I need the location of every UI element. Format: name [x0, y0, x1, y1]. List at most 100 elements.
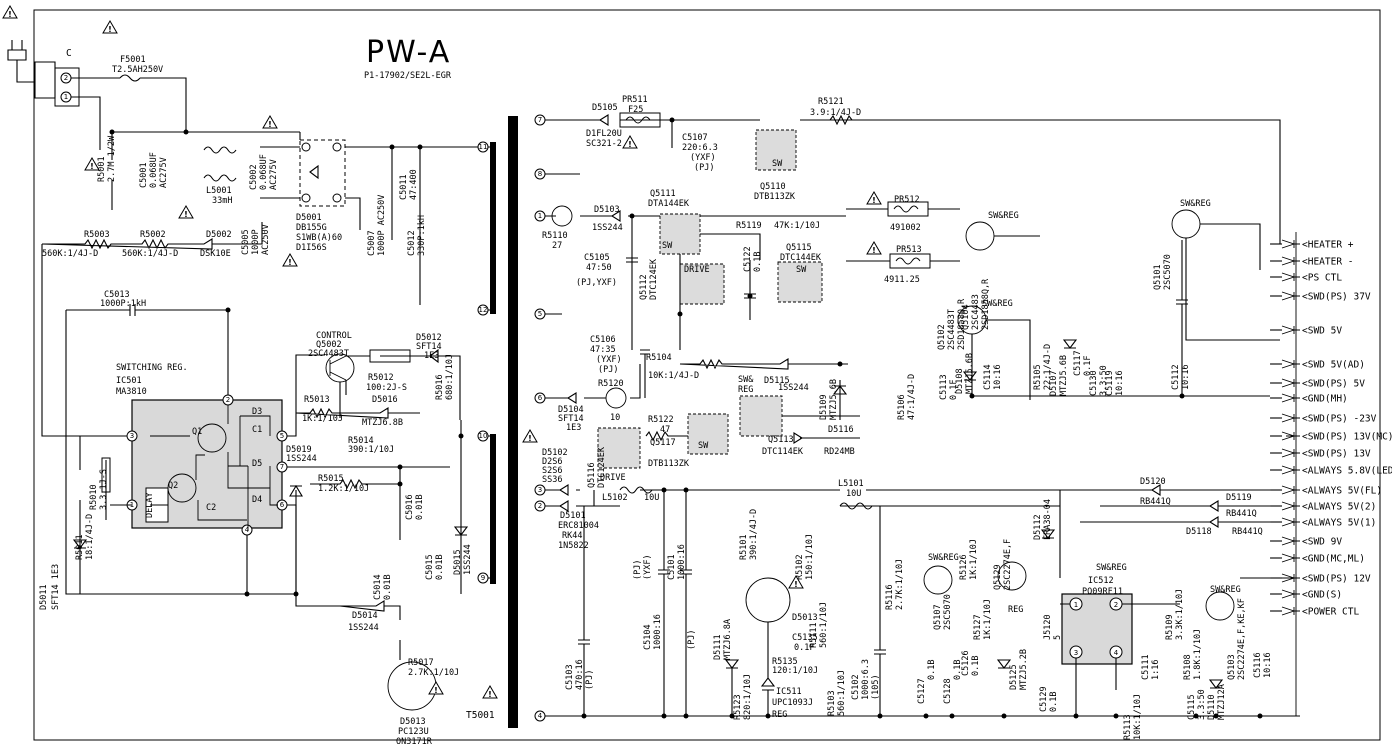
svg-text:6: 6: [280, 501, 285, 509]
board-subtitle: P1-17902/SE2L-EGR: [364, 71, 452, 81]
svg-text:DRIVE: DRIVE: [600, 473, 626, 483]
svg-text:C5105: C5105: [584, 253, 610, 263]
warning-icon: !: [788, 575, 804, 589]
svg-text:IC511: IC511: [776, 687, 802, 697]
svg-text:2SD1858Q,R: 2SD1858Q,R: [957, 298, 967, 350]
svg-text:MTZJ5.2B: MTZJ5.2B: [1019, 649, 1029, 690]
svg-text:C5002: C5002: [249, 164, 259, 190]
svg-text:D5011: D5011: [39, 584, 49, 610]
terminal-arrow-icon: [1281, 378, 1300, 388]
output-terminal: <ALWAYS 5V(2): [1270, 502, 1376, 513]
terminal-arrow-icon: [1281, 272, 1300, 282]
svg-text:C5129: C5129: [1039, 686, 1049, 712]
svg-text:R5010: R5010: [89, 484, 99, 510]
terminal-arrow-icon: [1281, 573, 1300, 583]
svg-text:C5104: C5104: [643, 624, 653, 650]
svg-text:C5015: C5015: [425, 554, 435, 580]
warning-icon: !: [2, 5, 18, 19]
svg-text:RD24MB: RD24MB: [824, 447, 855, 457]
svg-text:DTC114EK: DTC114EK: [762, 447, 804, 457]
svg-text:47:50: 47:50: [586, 263, 612, 273]
svg-text:C5116: C5116: [1253, 652, 1263, 678]
svg-text:SW&REG: SW&REG: [988, 211, 1019, 221]
svg-text:1.8K:1/10J: 1.8K:1/10J: [1193, 629, 1203, 680]
svg-text:Q5104: Q5104: [961, 304, 971, 330]
output-terminal: <SWD(PS) 12V: [1270, 574, 1371, 585]
output-terminal: <SWD(PS) 37V: [1270, 292, 1371, 303]
svg-text:2SC5070: 2SC5070: [1163, 254, 1173, 290]
warning-icon: !: [428, 681, 444, 695]
svg-text:3.3:50: 3.3:50: [1099, 365, 1109, 396]
svg-text:0.01B: 0.01B: [435, 554, 445, 580]
output-terminal: <SWD 5V: [1270, 326, 1342, 337]
svg-text:3: 3: [1074, 649, 1078, 657]
svg-text:3.3:50: 3.3:50: [1197, 689, 1207, 720]
terminal-arrow-icon: [1281, 431, 1300, 441]
svg-text:L5102: L5102: [602, 493, 628, 503]
svg-text:C5106: C5106: [590, 335, 616, 345]
svg-text:C5119: C5119: [1105, 370, 1115, 396]
svg-text:D5120: D5120: [1140, 477, 1166, 487]
output-label: <ALWAYS 5V(1): [1302, 518, 1376, 529]
output-label: <GND(S): [1302, 590, 1342, 601]
output-label: <ALWAYS 5V(FL): [1302, 486, 1382, 497]
svg-text:330P:1kH: 330P:1kH: [417, 215, 427, 256]
svg-text:D5013: D5013: [792, 613, 818, 623]
svg-text:18:1/4J-D: 18:1/4J-D: [85, 514, 95, 560]
svg-text:11: 11: [479, 143, 488, 151]
svg-text:560K:1/4J-D: 560K:1/4J-D: [42, 249, 98, 259]
svg-text:(PJ,YXF): (PJ,YXF): [576, 278, 617, 288]
output-label: <PS CTL: [1302, 273, 1342, 284]
svg-text:D5014: D5014: [352, 611, 378, 621]
svg-text:2SC4483T: 2SC4483T: [947, 309, 957, 350]
svg-text:C5112: C5112: [1171, 364, 1181, 390]
svg-text:1000P: 1000P: [251, 229, 261, 255]
output-terminal: <SWD(PS) -23V: [1270, 414, 1377, 425]
svg-text:10:16: 10:16: [1263, 652, 1273, 678]
svg-text:PR511: PR511: [622, 95, 648, 105]
output-label: <GND(MC,ML): [1302, 554, 1365, 565]
svg-text:D5118: D5118: [1186, 527, 1212, 537]
svg-text:F5001: F5001: [120, 55, 146, 65]
svg-text:RB441Q: RB441Q: [1226, 509, 1257, 519]
svg-text:MTZJ5.6B: MTZJ5.6B: [829, 379, 839, 420]
svg-text:D1I56S: D1I56S: [296, 243, 327, 253]
warning-triangles: ! ! ! ! ! ! ! ! ! ! ! ! !: [2, 5, 882, 699]
svg-text:D5125: D5125: [1009, 664, 1019, 690]
svg-text:1SS244: 1SS244: [592, 223, 623, 233]
svg-text:SFT14: SFT14: [558, 414, 584, 424]
svg-text:1K:1/10J: 1K:1/10J: [983, 599, 993, 640]
svg-text:R5103: R5103: [827, 690, 837, 716]
svg-text:47:1/4J-D: 47:1/4J-D: [907, 374, 917, 420]
terminal-arrow-icon: [1281, 239, 1300, 249]
svg-text:REG: REG: [772, 710, 787, 720]
svg-text:(PJ): (PJ): [598, 365, 618, 375]
board-title: PW-A: [366, 35, 451, 70]
svg-text:Q5102: Q5102: [937, 324, 947, 350]
output-terminal: <ALWAYS 5V(FL): [1270, 486, 1382, 497]
svg-text:MA3810: MA3810: [116, 387, 147, 397]
svg-text:1SS244: 1SS244: [463, 544, 473, 575]
svg-text:SS36: SS36: [542, 475, 562, 485]
output-label: <SWD(PS) 37V: [1302, 292, 1371, 303]
svg-text:Q5129: Q5129: [993, 564, 1003, 590]
svg-text:DTB113ZK: DTB113ZK: [754, 192, 796, 202]
terminal-arrow-icon: [1281, 465, 1300, 475]
svg-text:SW&: SW&: [738, 375, 754, 385]
svg-text:DTA144EK: DTA144EK: [648, 199, 690, 209]
terminal-arrow-icon: [1281, 325, 1300, 335]
output-terminal: <SWD 9V: [1270, 537, 1342, 548]
svg-text:C: C: [66, 48, 72, 59]
svg-text:R5017: R5017: [408, 658, 434, 668]
svg-text:R5104: R5104: [646, 353, 672, 363]
svg-text:!: !: [488, 690, 492, 699]
svg-text:7: 7: [280, 463, 284, 471]
svg-text:D5108: D5108: [955, 368, 965, 394]
svg-text:D5107: D5107: [1049, 370, 1059, 396]
svg-text:C5101: C5101: [667, 554, 677, 580]
svg-text:ERC81004: ERC81004: [558, 521, 599, 531]
svg-text:C5115: C5115: [1187, 694, 1197, 720]
svg-text:2SC4483T: 2SC4483T: [308, 349, 349, 359]
svg-text:!: !: [108, 25, 112, 34]
svg-text:0.1B: 0.1B: [753, 252, 763, 272]
